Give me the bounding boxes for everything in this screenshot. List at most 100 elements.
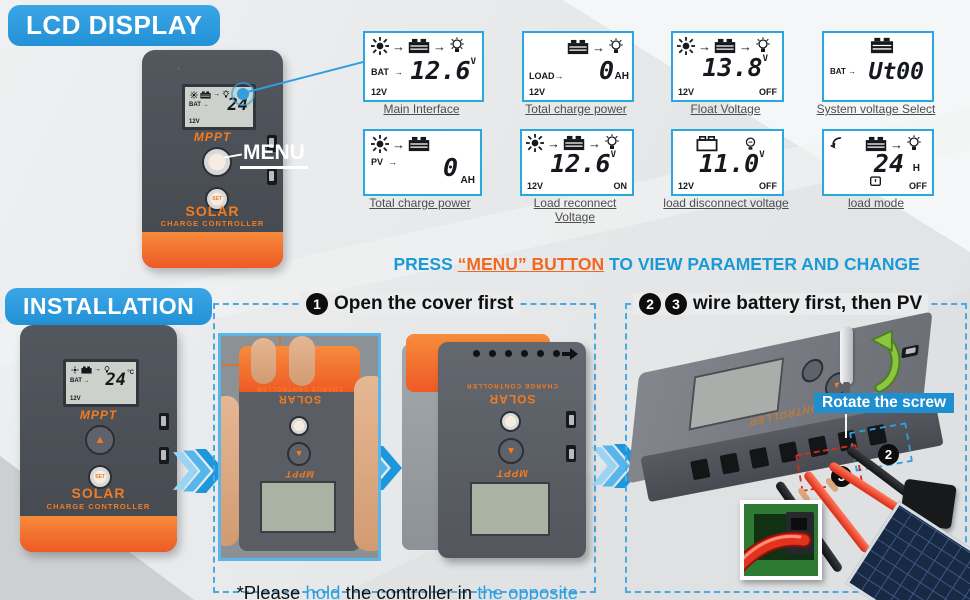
lcd-icon-row: → xyxy=(567,38,624,56)
lcd-pv-label: PV → xyxy=(371,157,398,167)
lcd-screen-system-voltage-select: BAT → Ut00 xyxy=(822,31,934,102)
photo-lcd xyxy=(260,481,336,533)
lcd-system-voltage: 12V xyxy=(529,87,546,97)
lcd-system-voltage: 12V xyxy=(70,396,81,402)
usb-port xyxy=(566,445,576,462)
lcd-screen-load-disconnect-voltage: 11.0V 12V OFF xyxy=(671,129,784,196)
lcd-system-voltage: 12V xyxy=(678,87,695,97)
lcd-state: OFF xyxy=(909,181,927,191)
step1-title: 1 Open the cover first xyxy=(300,293,520,315)
lcd-status-icons: → xyxy=(190,90,230,99)
menu-button xyxy=(202,147,232,177)
lcd-screen-float-voltage: → → 13.8V 12V OFF xyxy=(671,31,784,102)
controller-front-view-installation: → BAT → 24 °C 12V MPPT ▲ SET SOLAR CHARG… xyxy=(20,325,177,552)
step23-title: 2 3 wire battery first, then PV xyxy=(633,293,929,315)
cover-vent-dots xyxy=(473,350,560,357)
lcd-screen-label: Float Voltage xyxy=(690,102,761,116)
flow-arrow-icon: → xyxy=(213,91,220,98)
mppt-label: MPPT xyxy=(79,408,118,422)
lcd-icon-row: → → xyxy=(526,134,620,152)
lcd-screen-label: System voltage Select xyxy=(816,102,936,116)
charge-controller-label: CHARGE CONTROLLER xyxy=(46,502,151,511)
instruction-part: TO VIEW PARAMETER AND CHANGE xyxy=(604,254,920,274)
sun-icon xyxy=(71,365,79,374)
bulb-icon xyxy=(222,90,230,98)
sun-icon xyxy=(371,37,389,55)
battery-icon xyxy=(865,136,887,152)
lcd-status-icons: → xyxy=(71,365,111,374)
lcd-screen-label: Main Interface xyxy=(383,102,460,116)
note-hold-highlight: hold xyxy=(305,582,341,600)
flow-arrow-icon: → xyxy=(698,38,711,54)
lcd-bat-label: BAT → xyxy=(371,67,403,77)
terminal-port xyxy=(719,452,740,475)
battery-icon xyxy=(408,38,430,54)
thumb xyxy=(251,338,276,384)
lcd-system-voltage: 12V xyxy=(527,181,544,191)
callout-dot xyxy=(237,88,249,100)
set-button xyxy=(800,356,825,385)
lcd-screen-total-charge-power-pv: → PV → 0 AH xyxy=(363,129,482,196)
step1-photo: MPPT ▲ SOLAR CHARGE CONTROLLER xyxy=(218,333,381,561)
charge-controller-label: CHARGE CONTROLLER xyxy=(465,382,559,389)
solar-label: SOLAR xyxy=(71,485,126,501)
lcd-display-badge: LCD DISPLAY xyxy=(8,5,221,46)
lcd-screen-main-interface: → → BAT → 12.6V 12V xyxy=(363,31,484,102)
lcd-value: 12.6V xyxy=(410,56,476,85)
solar-label: SOLAR xyxy=(488,392,536,406)
temp-sensor-label: ▪ xyxy=(178,66,180,71)
note-part: the controller in xyxy=(340,582,478,600)
terminal-frame-green xyxy=(744,504,818,576)
mppt-label: MPPT xyxy=(496,467,528,478)
device-lcd-screen: → BAT → 24 °C 12V xyxy=(63,359,139,407)
lcd-value: 12.6V xyxy=(550,149,616,178)
flow-arrow-icon: → xyxy=(890,136,903,152)
lcd-screen-label: Total charge power xyxy=(369,196,471,210)
lcd-screen-total-charge-power-load: → 0 AH LOAD→ 12V xyxy=(522,31,634,102)
charge-controller-label: CHARGE CONTROLLER xyxy=(160,219,265,228)
step2-number-badge: 2 xyxy=(639,293,661,315)
step1-title-text: Open the cover first xyxy=(334,293,514,314)
lcd-bat-label: BAT → xyxy=(189,102,209,108)
slide-direction-arrow-icon xyxy=(562,348,578,360)
step3-number-badge: 3 xyxy=(665,293,687,315)
battery-icon xyxy=(567,39,589,55)
sun-icon xyxy=(526,134,544,152)
bulb-icon xyxy=(907,135,921,150)
note-direction-highlight: the opposite direction xyxy=(477,582,579,600)
bulb-icon xyxy=(756,37,770,52)
lcd-screen-label: load mode xyxy=(847,196,905,210)
set-button xyxy=(289,416,309,436)
lcd-screen-label: Total charge power xyxy=(525,102,627,116)
callout-ring xyxy=(231,82,255,106)
red-wire-closeup xyxy=(744,531,812,573)
solar-label: SOLAR xyxy=(185,203,240,219)
lcd-value: 0 xyxy=(598,56,614,85)
instruction-menu-highlight: “MENU” BUTTON xyxy=(457,254,605,274)
flow-arrow-icon: → xyxy=(94,366,101,373)
lcd-icon-row xyxy=(870,37,894,59)
bulb-icon xyxy=(104,366,110,373)
lcd-value: Ut00 xyxy=(868,59,924,85)
flow-arrow-icon: → xyxy=(739,38,752,54)
timer-icon xyxy=(870,173,881,191)
battery-icon xyxy=(81,365,92,374)
device-orange-trim xyxy=(142,232,283,268)
bulb-icon xyxy=(450,37,464,52)
device-orange-trim xyxy=(20,516,177,552)
lcd-system-voltage: 12V xyxy=(678,181,695,191)
solar-label: SOLAR xyxy=(277,393,322,405)
step23-title-text: wire battery first, then PV xyxy=(693,293,923,314)
note-part: *Please xyxy=(236,582,306,600)
installation-badge: INSTALLATION xyxy=(5,288,213,325)
lcd-value: 11.0V xyxy=(699,149,765,178)
set-button: SET xyxy=(88,465,112,489)
step1-note: *Please hold the controller in the oppos… xyxy=(216,560,592,600)
rotate-arrow-icon xyxy=(870,330,901,393)
battery-icon xyxy=(408,136,430,152)
left-hand xyxy=(221,396,239,546)
screwdriver-pointer-line xyxy=(845,414,847,438)
battery-icon xyxy=(563,135,585,151)
bulb-icon xyxy=(609,38,623,53)
